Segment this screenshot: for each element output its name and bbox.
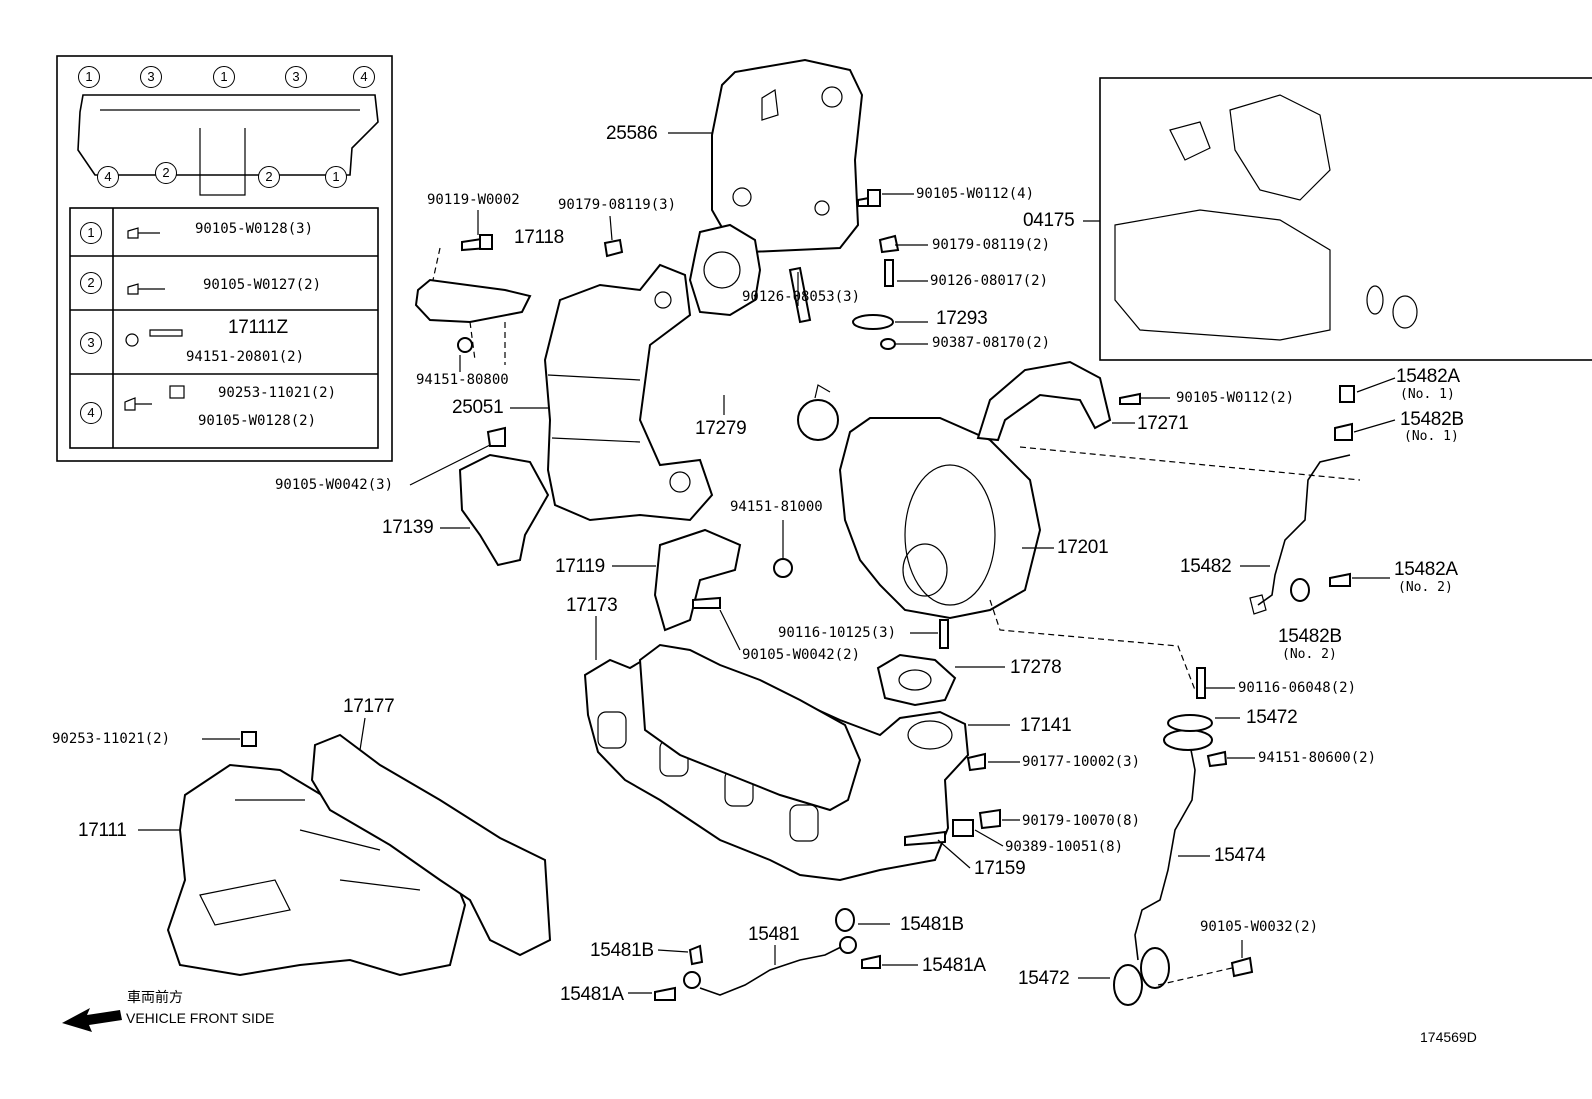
callout-90105-w0112-4: 90105-W0112(4) <box>916 186 1035 202</box>
callout-15482a-no1-sub: (No. 1) <box>1400 387 1455 402</box>
callout-90105-w0032: 90105-W0032(2) <box>1200 919 1319 935</box>
inset-marker: 1 <box>78 66 100 88</box>
callout-15481: 15481 <box>748 924 800 945</box>
legend-marker: 1 <box>80 222 102 244</box>
callout-90105-w0112-2: 90105-W0112(2) <box>1176 390 1295 406</box>
legend-part: 17111Z <box>228 317 288 338</box>
inset-frame <box>56 55 393 462</box>
callout-17201: 17201 <box>1057 537 1109 558</box>
bracket-17119-shape <box>653 528 742 632</box>
callout-90179-08119-3: 90179-08119(3) <box>558 197 677 213</box>
gasket-17279-shape <box>688 223 762 317</box>
pipe-15474-shape <box>1134 744 1196 961</box>
callout-17139: 17139 <box>382 517 434 538</box>
callout-15481b-left: 15481B <box>590 940 654 961</box>
callout-17293: 17293 <box>936 308 988 329</box>
callout-90179-08119-2: 90179-08119(2) <box>932 237 1051 253</box>
legend-part: 90253-11021(2) <box>218 385 337 401</box>
callout-17278: 17278 <box>1010 657 1062 678</box>
leader-lines <box>138 132 1396 994</box>
callout-15482b-no1-sub: (No. 1) <box>1404 429 1459 444</box>
callout-15481a-left: 15481A <box>560 984 624 1005</box>
legend-part: 90105-W0128(2) <box>198 413 317 429</box>
turbo-kit-inset-frame <box>1099 77 1592 361</box>
callout-90116-06048: 90116-06048(2) <box>1238 680 1357 696</box>
callout-90177-10002: 90177-10002(3) <box>1022 754 1141 770</box>
callout-94151-80800: 94151-80800 <box>416 372 509 388</box>
callout-17141: 17141 <box>1020 715 1072 736</box>
callout-25051: 25051 <box>452 397 504 418</box>
inset-manifold-outline <box>77 94 379 176</box>
callout-04175: 04175 <box>1023 210 1075 231</box>
inset-marker: 2 <box>155 162 177 184</box>
callout-90116-10125: 90116-10125(3) <box>778 625 897 641</box>
inset-marker: 2 <box>258 166 280 188</box>
hose-15481-shape <box>699 944 846 996</box>
callout-90126-08017: 90126-08017(2) <box>930 273 1049 289</box>
callout-17111: 17111 <box>78 820 127 841</box>
legend-marker: 3 <box>80 332 102 354</box>
heat-insulator-25586-shape <box>711 58 864 254</box>
inset-marker: 1 <box>213 66 235 88</box>
callout-17271: 17271 <box>1137 413 1189 434</box>
callout-15472-bottom: 15472 <box>1018 968 1070 989</box>
callout-94151-81000: 94151-81000 <box>730 499 823 515</box>
turbocharger-17201-shape <box>838 417 1042 620</box>
callout-17177: 17177 <box>343 696 395 717</box>
legend-marker: 2 <box>80 272 102 294</box>
callout-15482b-no2-sub: (No. 2) <box>1282 647 1337 662</box>
callout-90179-10070: 90179-10070(8) <box>1022 813 1141 829</box>
callout-17279: 17279 <box>695 418 747 439</box>
inset-marker: 3 <box>285 66 307 88</box>
callout-25586: 25586 <box>606 123 658 144</box>
legend-part: 90105-W0128(3) <box>195 221 314 237</box>
callout-90389-10051: 90389-10051(8) <box>1005 839 1124 855</box>
oil-pipe-15482-shape <box>1257 454 1351 606</box>
legend-table <box>69 207 379 449</box>
callout-15482a-no2: 15482A <box>1394 559 1458 580</box>
bracket-17139-shape <box>458 453 550 567</box>
gasket-17177-shape <box>310 733 552 957</box>
callout-17173: 17173 <box>566 595 618 616</box>
callout-17119: 17119 <box>555 556 605 577</box>
callout-90253-11021: 90253-11021(2) <box>52 731 171 747</box>
reference-code: 174569D <box>1420 1029 1477 1045</box>
catalytic-converter-25051-shape <box>543 263 714 522</box>
legend-part: 94151-20801(2) <box>186 349 305 365</box>
callout-15482b-no2: 15482B <box>1278 626 1342 647</box>
inset-marker: 4 <box>97 166 119 188</box>
legend-marker: 4 <box>80 402 102 424</box>
inset-marker: 3 <box>140 66 162 88</box>
inset-marker: 4 <box>353 66 375 88</box>
callout-15481b-right: 15481B <box>900 914 964 935</box>
callout-15482a-no2-sub: (No. 2) <box>1398 580 1453 595</box>
front-arrow-icon <box>62 1008 122 1032</box>
callout-17118: 17118 <box>514 227 564 248</box>
intake-manifold-17111-shape <box>166 763 467 977</box>
callout-15482: 15482 <box>1180 556 1232 577</box>
callout-90387-08170: 90387-08170(2) <box>932 335 1051 351</box>
callout-15482a-no1: 15482A <box>1396 366 1460 387</box>
bracket-17118-shape <box>414 278 532 324</box>
callout-90126-08053: 90126-08053(3) <box>742 289 861 305</box>
callout-90119-w0002: 90119-W0002 <box>427 192 520 208</box>
callout-15474: 15474 <box>1214 845 1266 866</box>
callout-15472-top: 15472 <box>1246 707 1298 728</box>
callout-94151-80600: 94151-80600(2) <box>1258 750 1377 766</box>
heat-insulator-17271-shape <box>976 360 1112 442</box>
callout-15481a-right: 15481A <box>922 955 986 976</box>
callout-15482b-no1: 15482B <box>1400 409 1464 430</box>
callout-17159: 17159 <box>974 858 1026 879</box>
direction-label-jp: 車両前方 <box>127 989 183 1005</box>
inset-marker: 1 <box>325 166 347 188</box>
fastener-icons <box>241 189 1355 1001</box>
callout-90105-w0042-2: 90105-W0042(2) <box>742 647 861 663</box>
legend-part: 90105-W0127(2) <box>203 277 322 293</box>
callout-90105-w0042-3: 90105-W0042(3) <box>275 477 394 493</box>
gasket-17173-shape <box>638 643 862 812</box>
direction-label-en: VEHICLE FRONT SIDE <box>126 1010 275 1026</box>
gasket-17278-shape <box>876 653 957 707</box>
